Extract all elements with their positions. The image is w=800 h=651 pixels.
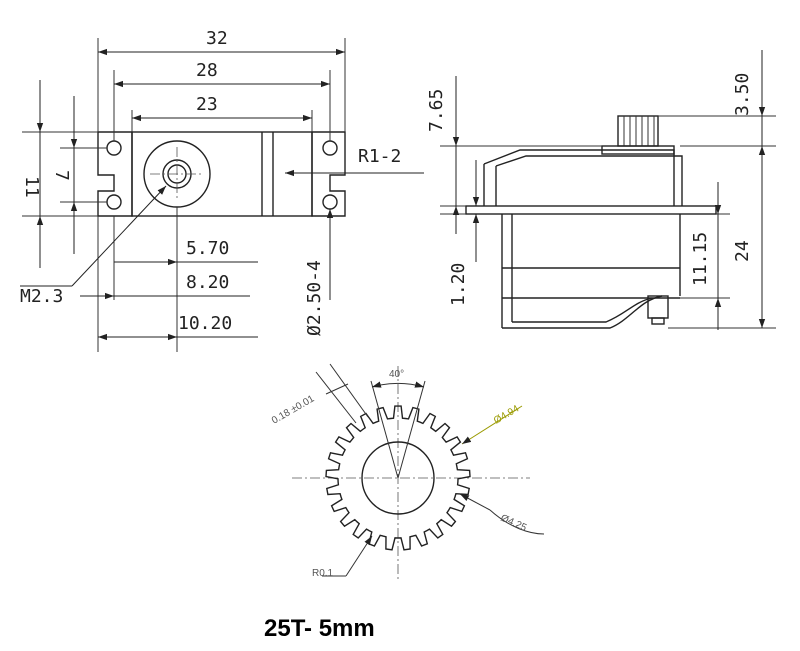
side-case-top — [483, 149, 675, 206]
leader-m23 — [71, 185, 167, 287]
gear-caption: 25T- 5mm — [264, 615, 375, 642]
front-flange-outline-right — [311, 131, 346, 217]
dim-7-label: 7 — [51, 170, 72, 181]
dim-350-label: 3.50 — [732, 73, 753, 116]
dim-11-label: 11 — [21, 176, 42, 198]
side-mount-flange — [465, 205, 717, 215]
outer-dia-leader — [461, 405, 523, 445]
dim-radius-label: R1-2 — [358, 146, 401, 167]
mount-hole-icon — [106, 140, 122, 156]
mount-hole-icon — [322, 140, 338, 156]
front-case-body — [131, 131, 313, 217]
dim-23-label: 23 — [196, 94, 218, 115]
angle-label: 40° — [389, 369, 404, 380]
gear-view: 40° 0.18 ±0.01 Ø4.94 Ø4.25 R0.1 25T- 5mm — [264, 363, 545, 642]
angle-arc — [371, 381, 425, 388]
dim-hole-label: Ø2.50-4 — [304, 260, 325, 336]
front-flange-outline — [97, 131, 133, 217]
dim-570-label: 5.70 — [186, 238, 229, 259]
dim-28-label: 28 — [196, 60, 218, 81]
dim-120-label: 1.20 — [448, 263, 469, 306]
outer-dia-label: Ø4.94 — [492, 403, 521, 426]
mount-hole-icon — [322, 194, 338, 210]
mount-hole-icon — [106, 194, 122, 210]
front-view: 32 28 23 11 7 R1-2 5.70 8.20 10.20 — [20, 28, 424, 352]
dim-m23-label: M2.3 — [20, 286, 63, 307]
inner-dia-leader — [459, 493, 491, 511]
dim-24-label: 24 — [732, 240, 753, 262]
root-radius-leader — [345, 535, 373, 577]
inner-dia-label: Ø4.25 — [499, 513, 529, 534]
root-radius-label: R0.1 — [312, 568, 334, 579]
dim-32-label: 32 — [206, 28, 228, 49]
gear-bore — [361, 441, 435, 515]
tooth-width-leader — [325, 383, 349, 395]
side-view: 7.65 1.20 3.50 24 11.15 — [426, 50, 776, 330]
tooth-width-label: 0.18 ±0.01 — [270, 393, 317, 426]
dim-765-label: 7.65 — [426, 89, 447, 132]
dim-820-label: 8.20 — [186, 272, 229, 293]
gear-teeth-outline — [325, 405, 471, 551]
dim-1115-label: 11.15 — [690, 232, 711, 286]
dim-1020-label: 10.20 — [178, 313, 232, 334]
